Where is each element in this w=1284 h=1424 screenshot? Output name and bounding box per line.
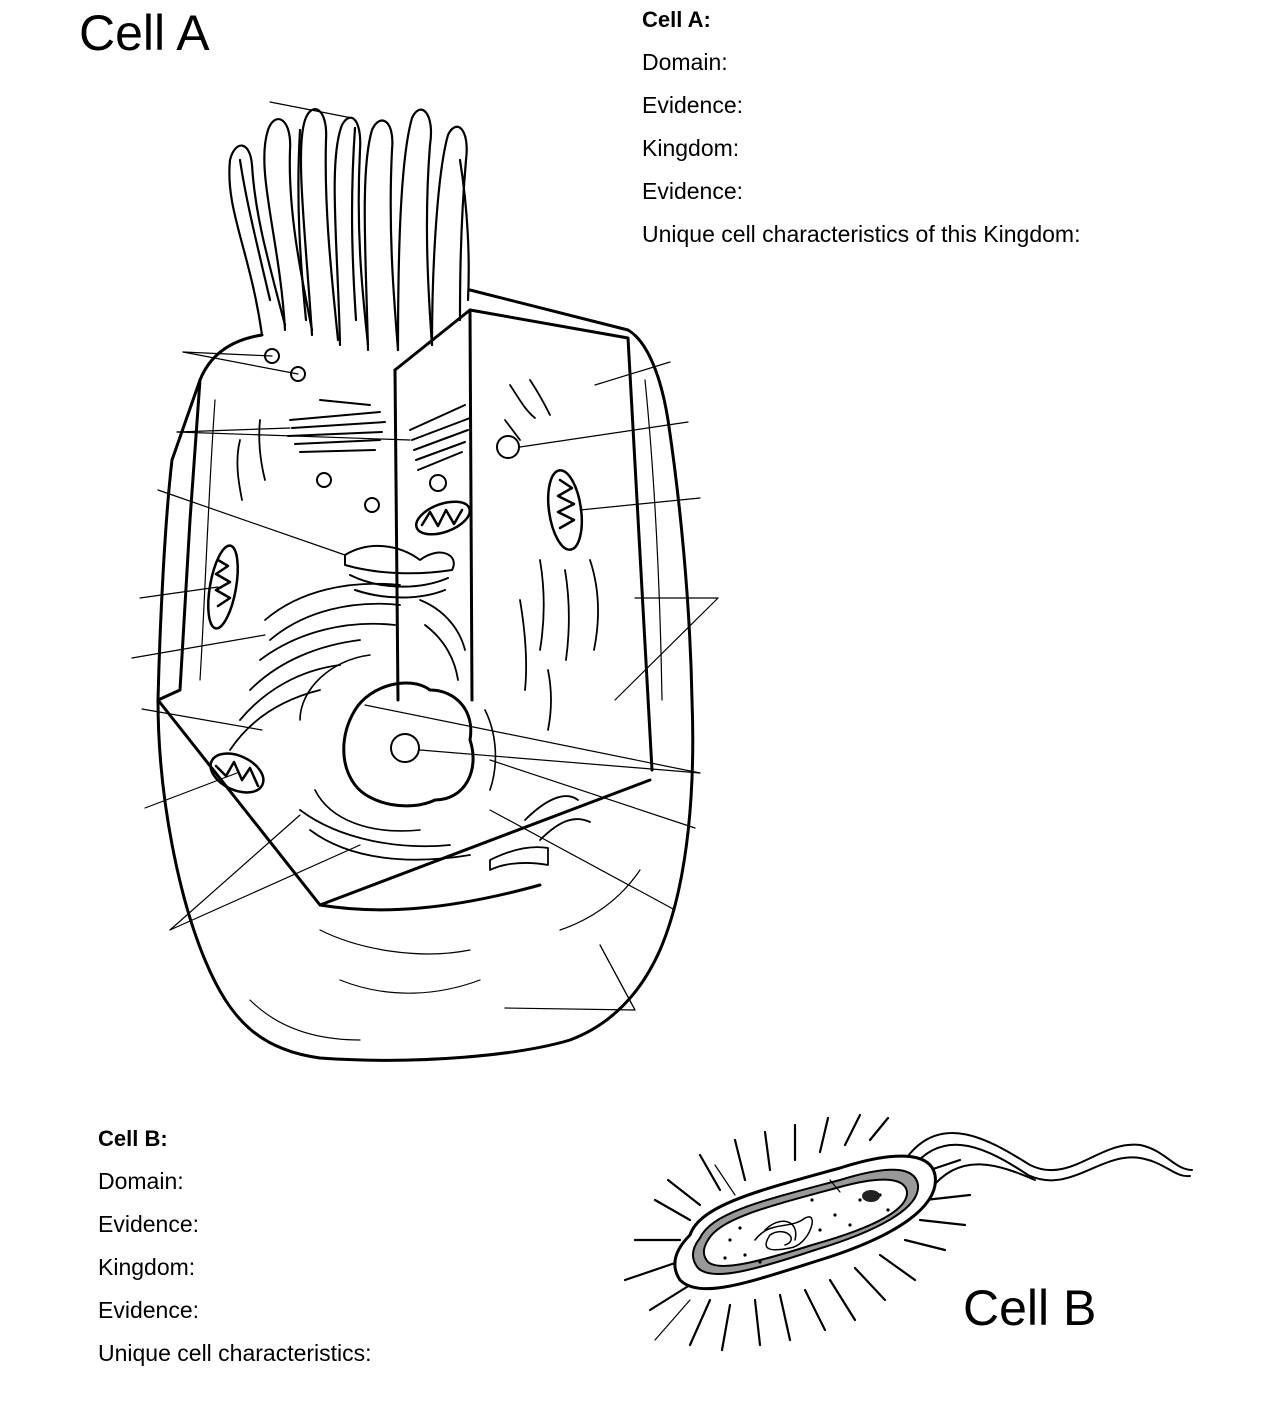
mitochondria bbox=[207, 469, 584, 794]
cell-b-questions: Cell B: Domain: Evidence: Kingdom: Evide… bbox=[98, 1117, 372, 1375]
label-leader-lines bbox=[131, 101, 719, 1011]
cell-b-characteristics-label: Unique cell characteristics: bbox=[98, 1340, 372, 1366]
golgi-apparatus bbox=[287, 399, 471, 599]
cell-a-title: Cell A bbox=[79, 5, 210, 61]
flagellum bbox=[904, 1131, 1193, 1191]
cell-b-evidence-label-2: Evidence: bbox=[98, 1297, 200, 1323]
microvilli bbox=[228, 108, 470, 352]
nucleus bbox=[299, 654, 497, 832]
ribosomes bbox=[723, 1193, 890, 1264]
cell-b-header: Cell B: bbox=[98, 1126, 168, 1151]
pili bbox=[623, 1113, 972, 1352]
cell-a-questions: Cell A: Domain: Evidence: Kingdom: Evide… bbox=[642, 0, 1080, 256]
cell-wall bbox=[673, 1154, 937, 1291]
cell-a-characteristics-label: Unique cell characteristics of this King… bbox=[642, 221, 1081, 247]
cell-membrane bbox=[156, 288, 695, 1062]
cell-a-domain-label: Domain: bbox=[642, 49, 728, 75]
cell-a-evidence-label-2: Evidence: bbox=[642, 178, 744, 204]
cell-b-title: Cell B bbox=[963, 1280, 1097, 1336]
endoplasmic-reticulum bbox=[229, 379, 599, 871]
cell-a-evidence-label: Evidence: bbox=[642, 92, 744, 118]
cell-b-evidence-label: Evidence: bbox=[98, 1211, 200, 1237]
nucleoid bbox=[754, 1216, 813, 1251]
cell-b-kingdom-label: Kingdom: bbox=[98, 1254, 196, 1280]
plasmid bbox=[862, 1190, 880, 1202]
cell-b-leader-lines bbox=[654, 1164, 841, 1341]
cell-a-header: Cell A: bbox=[642, 7, 711, 32]
cell-a-kingdom-label: Kingdom: bbox=[642, 135, 740, 161]
cell-b-domain-label: Domain: bbox=[98, 1168, 184, 1194]
